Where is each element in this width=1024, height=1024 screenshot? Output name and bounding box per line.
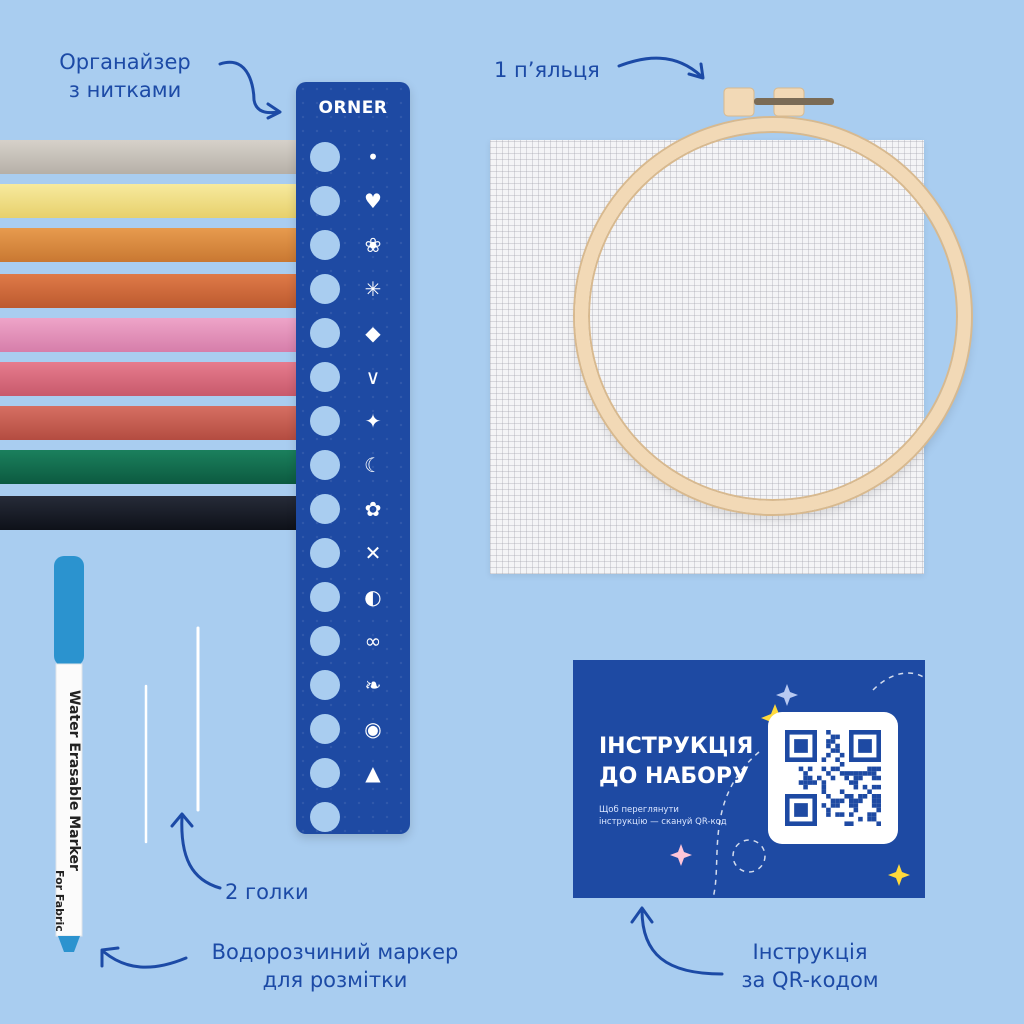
- marker-brand: Water Erasable Marker: [66, 690, 82, 871]
- instruction-card: ІНСТРУКЦІЯ ДО НАБОРУ Щоб переглянути інс…: [573, 660, 925, 898]
- marker-caption: Водорозчиний маркер для розмітки: [195, 938, 475, 994]
- instruction-caption-line2: за QR-кодом: [741, 968, 879, 992]
- card-title-line2: ДО НАБОРУ: [599, 764, 749, 789]
- hoop-screw-icon: [723, 87, 834, 117]
- organizer-caption: Органайзер з нитками: [50, 48, 200, 104]
- organizer-hole: [310, 626, 340, 656]
- sparkle-icon: [670, 844, 692, 866]
- marker-caption-line2: для розмітки: [262, 968, 408, 992]
- organizer-hole: [310, 318, 340, 348]
- diamond-icon: ◆: [365, 321, 381, 345]
- organizer-caption-line1: Органайзер: [59, 50, 191, 74]
- thread-yellow: [0, 184, 318, 218]
- card-subtitle: Щоб переглянути інструкцію — скануй QR-к…: [599, 804, 759, 828]
- half-circle-icon: ◐: [364, 585, 382, 609]
- arrow-to-card-icon: [630, 906, 724, 976]
- asterisk-icon: ✳: [364, 277, 382, 301]
- instruction-caption-line1: Інструкція: [752, 940, 868, 964]
- organizer-hole: [310, 362, 340, 392]
- marker-label: Water Erasable Marker For Fabric: [53, 690, 82, 932]
- chevron-v-icon: ∨: [365, 365, 381, 389]
- heart-icon: ♥: [364, 189, 382, 213]
- thread-pink: [0, 318, 318, 352]
- organizer-caption-line2: з нитками: [68, 78, 182, 102]
- embroidery-hoop: [575, 118, 971, 514]
- organizer-hole: [310, 230, 340, 260]
- arrow-to-marker-icon: [100, 946, 188, 969]
- arrow-to-organizer-icon: [218, 60, 282, 120]
- card-subtitle-line2: інструкцію — скануй QR-код: [599, 817, 727, 827]
- star-icon: [888, 864, 910, 886]
- needles-caption: 2 голки: [225, 880, 309, 904]
- thread-organizer: ORNER • ♥ ❀ ✳ ◆ ∨ ✦ ☾ ✿ ✕ ◐ ∞ ❧ ◉ ▲: [296, 82, 410, 834]
- arrow-to-hoop-icon: [617, 56, 705, 80]
- organizer-hole: [310, 494, 340, 524]
- instruction-caption: Інструкція за QR-кодом: [720, 938, 900, 994]
- organizer-hole: [310, 142, 340, 172]
- sparkle-icon: [776, 684, 798, 706]
- sparkle-icon: ✦: [364, 409, 382, 433]
- marker-sub: For Fabric: [53, 870, 66, 932]
- organizer-hole: [310, 714, 340, 744]
- hoop-caption: 1 п’яльця: [494, 58, 600, 82]
- leaf-icon: ❧: [364, 673, 382, 697]
- water-erasable-marker: [54, 556, 84, 952]
- organizer-hole: [310, 450, 340, 480]
- organizer-hole: [310, 802, 340, 832]
- card-subtitle-line1: Щоб переглянути: [599, 805, 679, 815]
- thread-black: [0, 496, 318, 530]
- organizer-hole: [310, 274, 340, 304]
- tri-drop-icon: ▲: [365, 761, 381, 785]
- eye-icon: ◉: [364, 717, 382, 741]
- organizer-hole: [310, 670, 340, 700]
- dot-icon: •: [367, 145, 379, 169]
- organizer-hole: [310, 538, 340, 568]
- organizer-hole: [310, 582, 340, 612]
- card-title-line1: ІНСТРУКЦІЯ: [599, 734, 754, 759]
- organizer-hole: [310, 186, 340, 216]
- organizer-hole: [310, 406, 340, 436]
- thread-rose: [0, 362, 318, 396]
- thread-orange: [0, 228, 318, 262]
- thread-gray: [0, 140, 318, 174]
- flower-icon: ✿: [364, 497, 382, 521]
- qr-code-icon: [785, 730, 881, 826]
- organizer-hole: [310, 758, 340, 788]
- card-title: ІНСТРУКЦІЯ ДО НАБОРУ: [599, 732, 753, 792]
- thread-brick: [0, 406, 318, 440]
- needles: [144, 626, 200, 844]
- organizer-brand: ORNER: [318, 98, 388, 118]
- thread-green: [0, 450, 318, 484]
- arrow-to-needles-icon: [170, 812, 222, 890]
- thread-rust: [0, 274, 318, 308]
- lotus-icon: ❀: [364, 233, 382, 257]
- infinity-icon: ∞: [364, 629, 382, 653]
- qr-code[interactable]: [768, 712, 898, 844]
- cross-icon: ✕: [364, 541, 382, 565]
- marker-caption-line1: Водорозчиний маркер: [211, 940, 459, 964]
- moon-icon: ☾: [364, 453, 382, 477]
